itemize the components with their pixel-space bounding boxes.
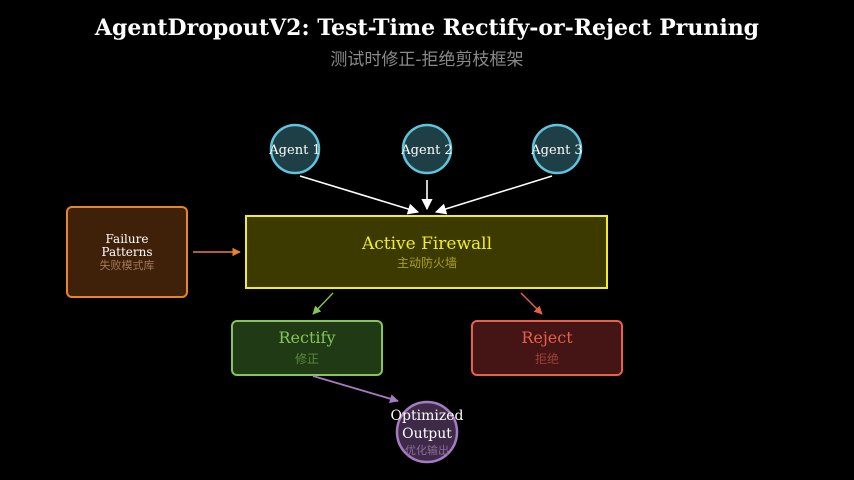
arrow-firewall-to-reject — [520, 292, 543, 315]
failure-patterns-label-line2: Patterns — [101, 245, 152, 259]
rectify-label: Rectify — [279, 328, 336, 347]
output-cn-label: 优化输出 — [405, 443, 449, 457]
rectify-box: Rectify 修正 — [231, 320, 383, 376]
output-label-line2: Output — [402, 426, 452, 442]
agent-node-2: Agent 2 — [400, 123, 453, 175]
firewall-label: Active Firewall — [361, 234, 492, 254]
failure-patterns-cn-label: 失败模式库 — [100, 258, 155, 272]
diagram-title: AgentDropoutV2: Test-Time Rectify-or-Rej… — [94, 15, 759, 41]
reject-label: Reject — [521, 328, 573, 347]
rectify-cn-label: 修正 — [295, 351, 319, 366]
active-firewall-box: Active Firewall 主动防火墙 — [245, 215, 608, 289]
agent-node-1: Agent 1 — [268, 123, 321, 175]
reject-cn-label: 拒绝 — [535, 351, 559, 366]
failure-patterns-label-line1: Failure — [106, 232, 149, 246]
agent-label: Agent 3 — [530, 143, 582, 158]
diagram-subtitle: 测试时修正-拒绝剪枝框架 — [330, 50, 523, 70]
arrow-rectify-to-output — [312, 375, 399, 404]
firewall-cn-label: 主动防火墙 — [397, 255, 457, 270]
output-label-line1: Optimized — [391, 408, 464, 424]
arrow-agent1-to-firewall — [299, 175, 420, 215]
failure-patterns-box: Failure Patterns 失败模式库 — [66, 206, 188, 298]
arrow-agent3-to-firewall — [434, 175, 553, 215]
agent-label: Agent 2 — [400, 143, 452, 158]
arrow-firewall-to-rectify — [312, 292, 334, 315]
agent-label: Agent 1 — [268, 143, 320, 158]
agent-node-3: Agent 3 — [530, 123, 583, 175]
optimized-output-node: Optimized Output 优化输出 — [391, 400, 464, 464]
reject-box: Reject 拒绝 — [471, 320, 623, 376]
